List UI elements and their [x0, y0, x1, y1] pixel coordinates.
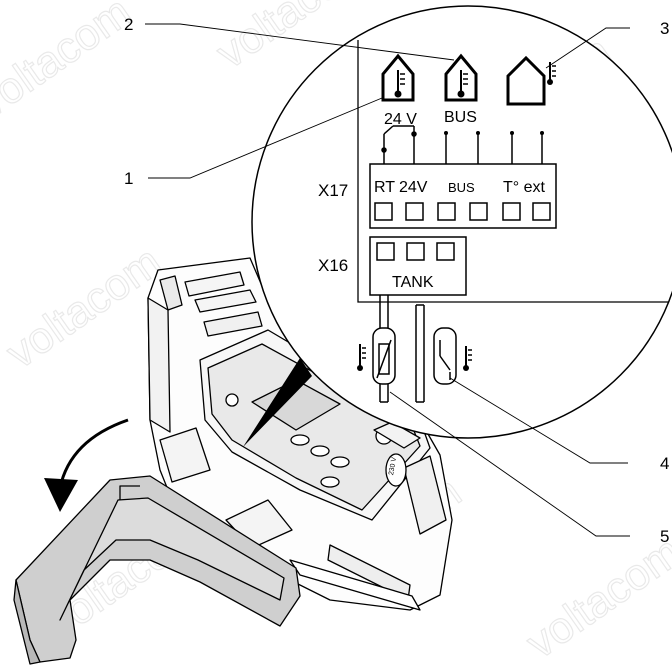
x17-label: X17	[318, 181, 348, 200]
rating-badge	[385, 453, 407, 487]
removal-arrow-icon	[44, 418, 129, 512]
dial-knob	[225, 393, 239, 407]
panel-button	[320, 476, 340, 488]
wire-ends	[444, 131, 544, 135]
wiring-detail	[357, 40, 672, 403]
zoom-wedge	[243, 358, 312, 447]
x16-terminals	[376, 242, 455, 261]
callout-2: 2	[124, 15, 133, 34]
callout-4: 4	[660, 454, 669, 473]
tank-label: TANK	[392, 274, 434, 291]
terminal-rt-label: RT	[374, 179, 395, 196]
x16-label: X16	[318, 256, 348, 275]
wires	[383, 134, 543, 164]
terminal-bus-label: BUS	[448, 180, 475, 195]
rating-label: 230 V	[388, 456, 398, 476]
callout-3: 3	[660, 19, 669, 38]
svg-text:voltacom: voltacom	[0, 237, 170, 378]
relay-contact	[381, 125, 417, 164]
thermostat-24v-icon	[381, 53, 415, 102]
panel-button	[290, 434, 310, 446]
svg-text:voltacom: voltacom	[518, 527, 672, 668]
terminal-text-label: T° ext	[503, 179, 546, 196]
outdoor-sensor-icon	[506, 55, 556, 106]
tank-ntc-sensor-icon	[357, 327, 396, 385]
tank-thermostat-sensor-icon	[433, 327, 472, 385]
controller-housing	[147, 257, 453, 611]
callout-5: 5	[660, 527, 669, 546]
x17-connector	[369, 163, 557, 229]
panel-button	[330, 456, 350, 468]
terminal-24v-label: 24V	[399, 179, 428, 196]
callout-1: 1	[124, 169, 133, 188]
thermostat-bus-icon	[444, 53, 478, 102]
thermostat-24v-label: 24 V	[384, 111, 417, 128]
svg-text:voltacom: voltacom	[0, 0, 140, 128]
x17-terminals	[374, 202, 551, 221]
panel-button	[310, 445, 330, 457]
terminal-cover	[13, 475, 301, 665]
thermostat-bus-label: BUS	[444, 109, 477, 126]
leader-lines	[145, 23, 630, 537]
